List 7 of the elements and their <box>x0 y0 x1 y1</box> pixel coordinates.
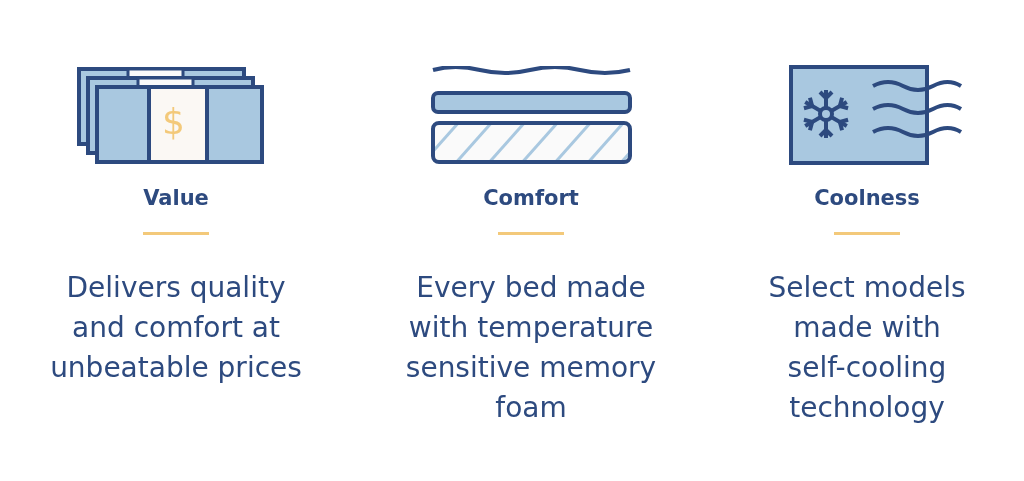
feature-description: Select models made with self-cooling technology <box>767 270 967 426</box>
feature-description: Every bed made with temperature sensitive memory foam <box>404 270 658 426</box>
feature-heading: Value <box>143 186 209 210</box>
feature-heading: Comfort <box>483 186 579 210</box>
feature-description: Delivers quality and comfort at unbeatable prices <box>49 270 303 386</box>
feature-heading: Coolness <box>814 186 920 210</box>
dollar-sign: $ <box>162 102 185 142</box>
